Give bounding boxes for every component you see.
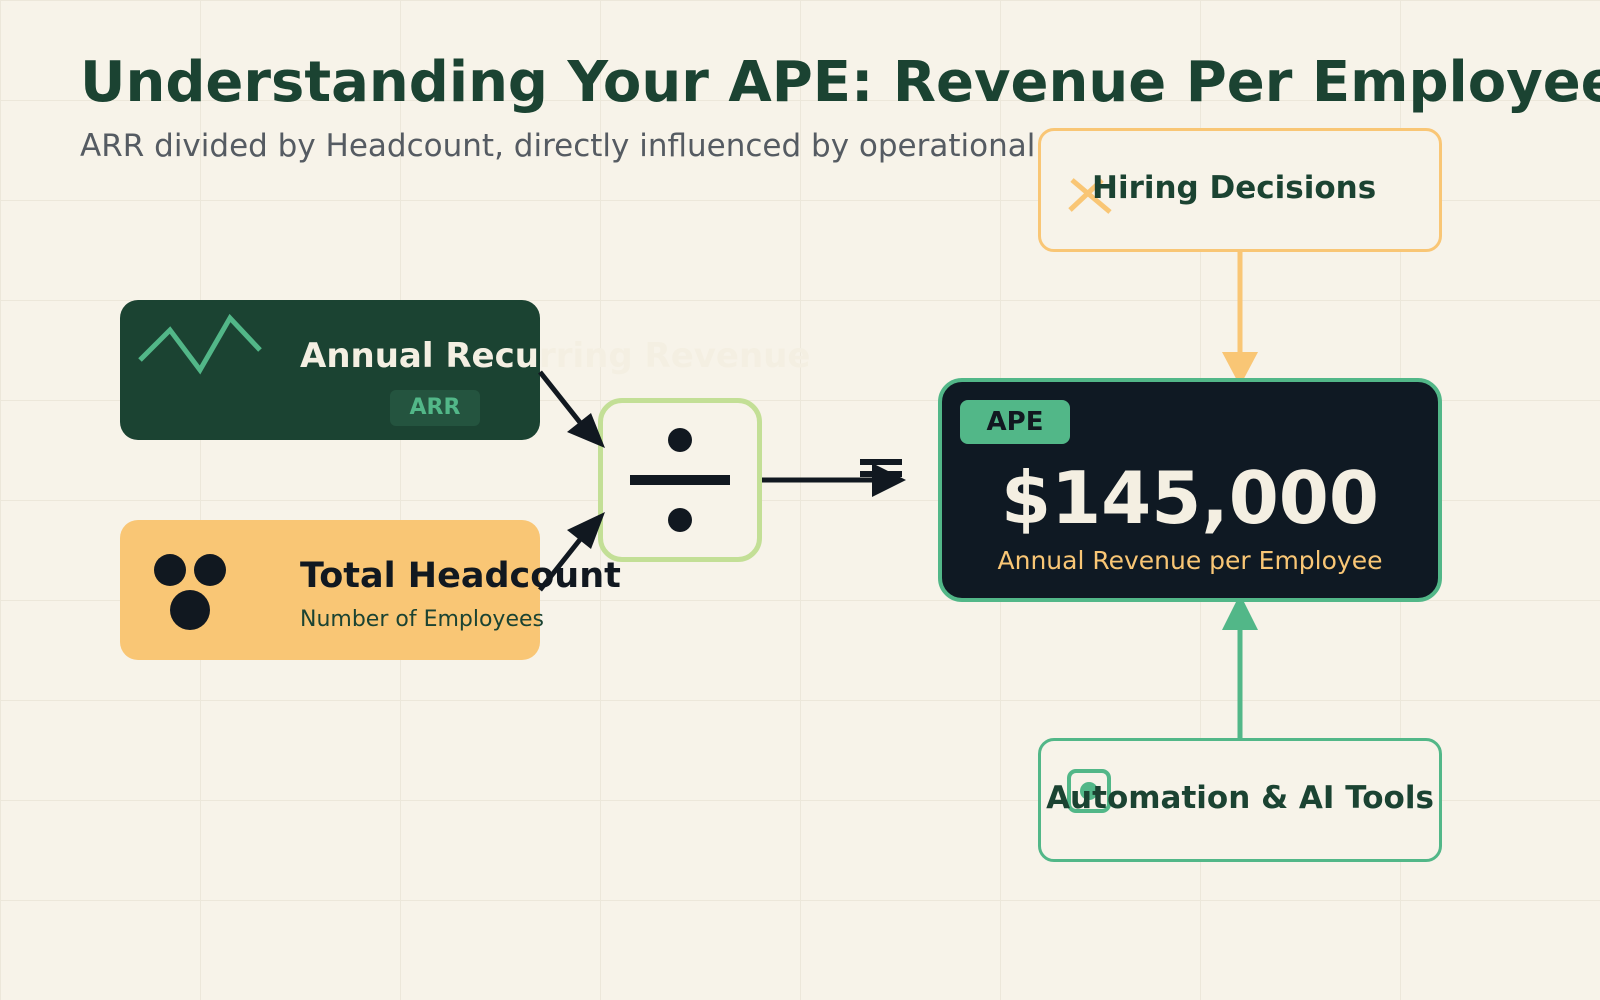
arrow-arr-to-divide	[538, 370, 605, 448]
ape-badge: APE	[960, 400, 1070, 444]
arrow-hiring-to-ape	[1222, 252, 1258, 386]
ape-value: $145,000	[1000, 456, 1380, 540]
people-icon	[154, 554, 226, 630]
arrow-headcount-to-divide	[538, 512, 605, 592]
page-subtitle: ARR divided by Headcount, directly influ…	[80, 128, 1190, 164]
arr-label: Annual Recurring Revenue	[300, 336, 811, 376]
trend-line-icon	[138, 313, 262, 375]
automation-tools-label: Automation & AI Tools	[1046, 780, 1434, 816]
division-sign-icon	[630, 428, 730, 532]
headcount-label: Total Headcount	[300, 556, 621, 596]
tools-icon	[1068, 178, 1112, 214]
automation-tools-card	[1038, 738, 1442, 862]
headcount-sublabel: Number of Employees	[300, 607, 544, 632]
arrow-divide-to-ape	[762, 463, 906, 497]
equals-sign-icon	[860, 459, 902, 477]
hiring-decisions-card	[1038, 128, 1442, 252]
page-title: Understanding Your APE: Revenue Per Empl…	[80, 50, 1600, 115]
arr-badge: ARR	[390, 390, 480, 426]
hiring-decisions-label: Hiring Decisions	[1092, 170, 1377, 206]
ape-sublabel: Annual Revenue per Employee	[997, 546, 1383, 575]
chip-icon	[1067, 769, 1111, 813]
arrow-automation-to-ape	[1222, 594, 1258, 738]
